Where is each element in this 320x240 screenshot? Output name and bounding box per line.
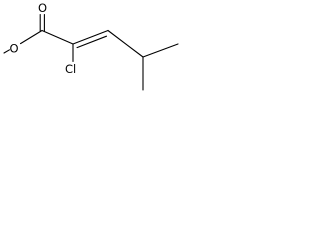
bond-methine-to-methyl-upper — [142, 43, 179, 58]
bond-beta-carbon-to-methine — [107, 29, 144, 58]
bond-methyl-to-ester-oxygen — [3, 49, 11, 54]
structure-diagram: O O Cl — [0, 0, 184, 117]
bond-ester-oxygen-to-carbonyl-carbon — [19, 29, 43, 45]
bond-alkene-double-1 — [72, 29, 109, 45]
atom-label-ester-oxygen: O — [10, 42, 19, 56]
atom-label-chlorine: Cl — [65, 62, 76, 76]
bond-alkene-double-2 — [76, 35, 108, 49]
bond-carbonyl-carbon-to-alpha-carbon — [41, 29, 74, 45]
atom-label-carbonyl-oxygen: O — [38, 1, 47, 15]
